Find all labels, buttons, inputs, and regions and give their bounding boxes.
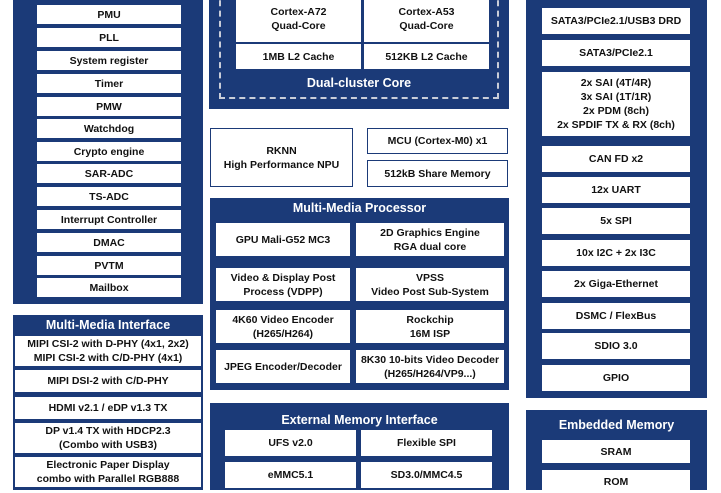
multimedia-interface-title: Multi-Media Interface bbox=[45, 318, 171, 332]
gpu-box: GPU Mali-G52 MC3 bbox=[216, 223, 350, 256]
sata-pcie-box: SATA3/PCIe2.1 bbox=[542, 40, 690, 66]
rga-box: 2D Graphics Engine RGA dual core bbox=[356, 223, 504, 256]
rknn-npu-box: RKNN High Performance NPU bbox=[210, 128, 353, 187]
mailbox-box: Mailbox bbox=[37, 278, 181, 297]
dual-cluster-panel: Cortex-A72 Quad-Core 1MB L2 Cache Cortex… bbox=[209, 0, 509, 109]
jpeg-codec-box: JPEG Encoder/Decoder bbox=[216, 350, 350, 383]
audio-interfaces-box: 2x SAI (4T/4R) 3x SAI (1T/1R) 2x PDM (8c… bbox=[542, 72, 690, 136]
connectivity-panel: SATA3/PCIe2.1/USB3 DRD SATA3/PCIe2.1 2x … bbox=[526, 0, 707, 398]
video-encoder-box: 4K60 Video Encoder (H265/H264) bbox=[216, 310, 350, 343]
watchdog-box: Watchdog bbox=[37, 119, 181, 138]
cluster-dashed-border bbox=[219, 0, 499, 99]
share-memory-box: 512kB Share Memory bbox=[367, 160, 508, 187]
mcu-box: MCU (Cortex-M0) x1 bbox=[367, 128, 508, 154]
cortex-a72-box: Cortex-A72 Quad-Core bbox=[236, 0, 361, 42]
external-memory-title: External Memory Interface bbox=[281, 413, 438, 427]
multimedia-processor-title: Multi-Media Processor bbox=[292, 201, 427, 215]
pll-box: PLL bbox=[37, 28, 181, 47]
video-decoder-box: 8K30 10-bits Video Decoder (H265/H264/VP… bbox=[356, 350, 504, 383]
vdpp-box: Video & Display Post Process (VDPP) bbox=[216, 268, 350, 301]
external-memory-panel: External Memory Interface UFS v2.0 Flexi… bbox=[210, 403, 509, 490]
mipi-csi-box: MIPI CSI-2 with D-PHY (4x1, 2x2) MIPI CS… bbox=[15, 336, 201, 366]
cortex-a53-box: Cortex-A53 Quad-Core bbox=[364, 0, 489, 42]
sata-pcie-usb-box: SATA3/PCIe2.1/USB3 DRD bbox=[542, 8, 690, 34]
dsmc-flexbus-box: DSMC / FlexBus bbox=[542, 303, 690, 329]
multimedia-interface-panel: Multi-Media Interface MIPI CSI-2 with D-… bbox=[13, 315, 203, 490]
emmc-box: eMMC5.1 bbox=[225, 462, 356, 488]
ufs-box: UFS v2.0 bbox=[225, 430, 356, 456]
system-peripherals-panel: PMU PLL System register Timer PMW Watchd… bbox=[13, 0, 203, 304]
embedded-memory-panel: Embedded Memory SRAM ROM bbox=[526, 410, 707, 493]
sram-box: SRAM bbox=[542, 440, 690, 463]
epd-box: Electronic Paper Display combo with Para… bbox=[15, 457, 201, 487]
pmw-box: PMW bbox=[37, 97, 181, 116]
system-register-box: System register bbox=[37, 51, 181, 70]
rom-box: ROM bbox=[542, 470, 690, 493]
ts-adc-box: TS-ADC bbox=[37, 187, 181, 206]
i2c-i3c-box: 10x I2C + 2x I3C bbox=[542, 240, 690, 266]
dmac-box: DMAC bbox=[37, 233, 181, 252]
a53-l2-cache-box: 512KB L2 Cache bbox=[364, 44, 489, 69]
hdmi-edp-box: HDMI v2.1 / eDP v1.3 TX bbox=[15, 397, 201, 419]
dual-cluster-title: Dual-cluster Core bbox=[306, 76, 412, 90]
embedded-memory-title: Embedded Memory bbox=[558, 418, 675, 432]
a72-l2-cache-box: 1MB L2 Cache bbox=[236, 44, 361, 69]
interrupt-controller-box: Interrupt Controller bbox=[37, 210, 181, 229]
spi-box: 5x SPI bbox=[542, 208, 690, 234]
flexible-spi-box: Flexible SPI bbox=[361, 430, 492, 456]
uart-box: 12x UART bbox=[542, 177, 690, 203]
timer-box: Timer bbox=[37, 74, 181, 93]
isp-box: Rockchip 16M ISP bbox=[356, 310, 504, 343]
sd-mmc-box: SD3.0/MMC4.5 bbox=[361, 462, 492, 488]
sdio-box: SDIO 3.0 bbox=[542, 333, 690, 359]
multimedia-processor-panel: Multi-Media Processor GPU Mali-G52 MC3 2… bbox=[210, 198, 509, 390]
vpss-box: VPSS Video Post Sub-System bbox=[356, 268, 504, 301]
giga-ethernet-box: 2x Giga-Ethernet bbox=[542, 271, 690, 297]
sar-adc-box: SAR-ADC bbox=[37, 164, 181, 183]
mipi-dsi-box: MIPI DSI-2 with C/D-PHY bbox=[15, 370, 201, 392]
pvtm-box: PVTM bbox=[37, 256, 181, 275]
pmu-box: PMU bbox=[37, 5, 181, 24]
dp-box: DP v1.4 TX with HDCP2.3 (Combo with USB3… bbox=[15, 423, 201, 453]
gpio-box: GPIO bbox=[542, 365, 690, 391]
can-fd-box: CAN FD x2 bbox=[542, 146, 690, 172]
crypto-engine-box: Crypto engine bbox=[37, 142, 181, 161]
